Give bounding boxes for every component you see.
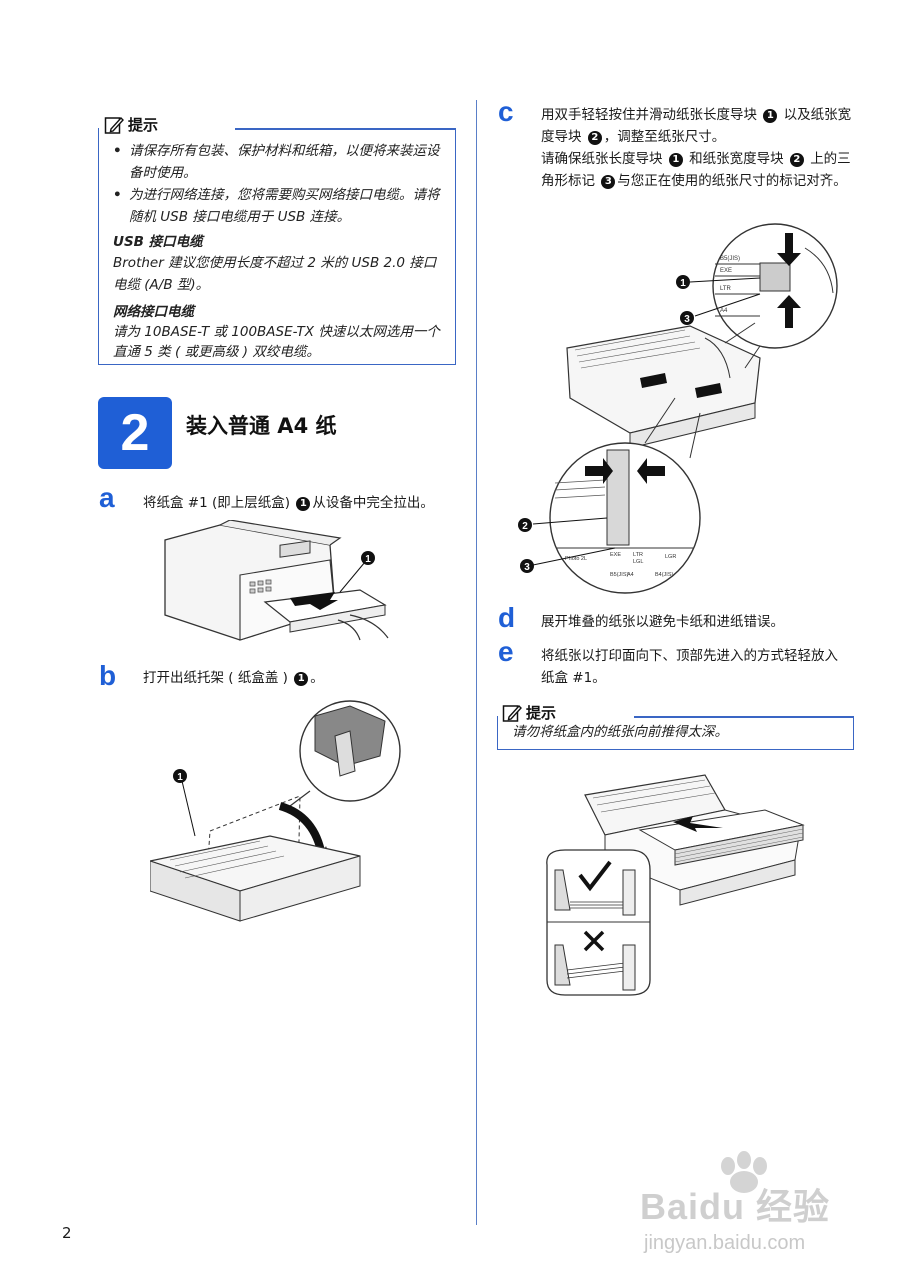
svg-text:EXE: EXE: [720, 268, 732, 274]
svg-text:2: 2: [522, 521, 528, 532]
note-title-text: 提示: [128, 116, 159, 134]
network-heading: 网络接口电缆: [113, 304, 194, 320]
step-letter-a: a: [99, 482, 115, 513]
svg-text:LGR: LGR: [665, 554, 676, 560]
svg-text:EXE: EXE: [610, 552, 621, 558]
svg-text:Photo 2L: Photo 2L: [565, 556, 587, 562]
svg-text:A4: A4: [627, 572, 634, 578]
note-title: 提示: [104, 114, 158, 135]
svg-text:LGL: LGL: [633, 559, 643, 565]
paper-loading-figure: [546, 774, 805, 996]
step-e-text: 将纸张以打印面向下、顶部先进入的方式轻轻放入纸盒 #1。: [541, 648, 838, 686]
network-text: 请为 10BASE-T 或 100BASE-TX 快速以太网选用一个直通 5 类…: [113, 324, 440, 360]
printer-tray-figure: 1: [164, 520, 389, 641]
note-box: 请保存所有包装、保护材料和纸箱，以便将来装运设备时使用。 为进行网络连接，您将需…: [98, 128, 456, 365]
svg-text:3: 3: [524, 562, 530, 573]
step-letter-b: b: [99, 660, 117, 691]
watermark-url: jingyan.baidu.com: [644, 1232, 806, 1254]
step-c-text-1: 用双手轻轻按住并滑动纸张长度导块 1 以及纸张宽度导块 2，调整至纸张尺寸。: [541, 107, 852, 145]
column-divider: [476, 100, 477, 1225]
page-number: 2: [62, 1224, 72, 1242]
svg-text:3: 3: [684, 314, 690, 325]
watermark: Baidu 经验 jingyan.baidu.com: [640, 1148, 860, 1268]
note-bullet: 请保存所有包装、保护材料和纸箱，以便将来装运设备时使用。: [113, 140, 443, 184]
note-title: 提示: [502, 702, 556, 723]
usb-heading: USB 接口电缆: [113, 234, 203, 250]
svg-text:B5(JIS): B5(JIS): [720, 256, 740, 262]
watermark-text: Baidu 经验: [640, 1186, 831, 1227]
step-d-text: 展开堆叠的纸张以避免卡纸和进纸错误。: [541, 614, 784, 630]
svg-text:LTR: LTR: [633, 552, 643, 558]
pencil-note-icon: [104, 116, 124, 134]
svg-text:B5(JIS): B5(JIS): [610, 572, 629, 578]
svg-text:B4(JIS): B4(JIS): [655, 572, 674, 578]
callout-1: 1: [177, 772, 183, 783]
step-letter-d: d: [498, 602, 516, 633]
step-letter-e: e: [498, 636, 514, 667]
pencil-note-icon: [502, 704, 522, 722]
baidu-paw-icon: [721, 1151, 767, 1193]
svg-text:LTR: LTR: [720, 286, 732, 292]
svg-text:1: 1: [680, 278, 686, 289]
step-letter-c: c: [498, 96, 514, 127]
svg-text:A4: A4: [720, 308, 728, 314]
usb-text: Brother 建议您使用长度不超过 2 米的 USB 2.0 接口电缆 (A/…: [113, 255, 437, 293]
step-number-badge: 2: [98, 397, 172, 469]
note-box: 请勿将纸盒内的纸张向前推得太深。: [497, 716, 854, 750]
paper-guides-figure: B5(JIS) EXE LTR A4 1 3 Photo 2L EXE LTR …: [518, 223, 838, 594]
note2-text: 请勿将纸盒内的纸张向前推得太深。: [512, 724, 728, 740]
step-b-text: 打开出纸托架 ( 纸盒盖 ) 1。: [143, 670, 324, 686]
callout-1: 1: [365, 554, 371, 565]
step-title: 装入普通 A4 纸: [186, 414, 337, 438]
tray-cover-figure: 1: [150, 700, 401, 922]
note-bullet: 为进行网络连接，您将需要购买网络接口电缆。请将随机 USB 接口电缆用于 USB…: [113, 184, 443, 228]
